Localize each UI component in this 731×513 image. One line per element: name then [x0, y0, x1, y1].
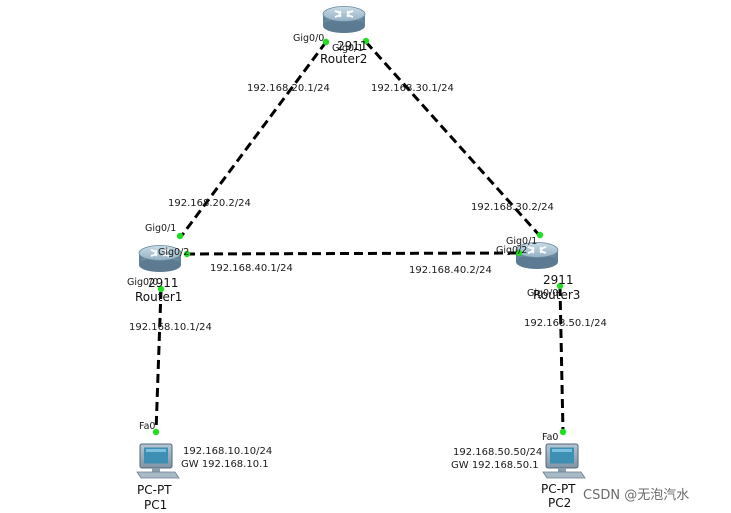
port-label-r3-gig02: Gig0/2 — [496, 245, 527, 256]
port-light-pc1-fa0 — [152, 428, 160, 436]
link-router3-pc2 — [558, 286, 565, 433]
port-label-r3-gig00: Gig0/0 — [527, 288, 558, 299]
router2-name: Router2 — [320, 52, 367, 66]
port-light-r3-gig01 — [536, 231, 544, 239]
pc1-ip: 192.168.10.10/24 — [183, 446, 272, 457]
link-router1-router3 — [185, 251, 521, 256]
port-light-r1-gig01 — [176, 232, 184, 240]
port-label-r2-gig01: Gig0/1 — [332, 43, 363, 54]
port-label-r1-gig00: Gig0/0 — [127, 277, 158, 288]
pc1-icon[interactable] — [136, 443, 180, 479]
port-light-r1-gig00 — [157, 285, 165, 293]
port-label-pc2-fa0: Fa0 — [542, 432, 558, 443]
pc2-type: PC-PT — [541, 482, 576, 496]
pc2-icon[interactable] — [542, 443, 586, 479]
router1-model: 2911 — [148, 276, 179, 290]
addr-r1-r3-left: 192.168.40.1/24 — [210, 263, 293, 274]
router2-model: 2911 — [337, 39, 368, 53]
link-router2-router1 — [178, 41, 328, 239]
port-light-r2-gig00 — [322, 38, 330, 46]
pc2-name: PC2 — [548, 496, 571, 510]
router1-name: Router1 — [135, 290, 182, 304]
router3-model: 2911 — [543, 273, 574, 287]
addr-r2-r3-bottom: 192.168.30.2/24 — [471, 202, 554, 213]
addr-r1-pc1: 192.168.10.1/24 — [129, 322, 212, 333]
pc2-gateway: GW 192.168.50.1 — [451, 460, 539, 471]
pc1-gateway: GW 192.168.10.1 — [181, 459, 269, 470]
addr-r1-r3-right: 192.168.40.2/24 — [409, 265, 492, 276]
port-label-r1-gig01: Gig0/1 — [145, 223, 176, 234]
port-label-r1-gig02: Gig0/2 — [158, 247, 189, 258]
port-label-r3-gig01: Gig0/1 — [506, 236, 537, 247]
port-light-r2-gig01 — [362, 37, 370, 45]
watermark-text: CSDN @无泡汽水 — [583, 488, 689, 503]
addr-r2-r3-top: 192.168.30.1/24 — [371, 83, 454, 94]
addr-r2-r1-top: 192.168.20.1/24 — [247, 83, 330, 94]
port-light-r3-gig02 — [515, 249, 523, 257]
pc2-ip: 192.168.50.50/24 — [453, 447, 542, 458]
addr-r3-pc2: 192.168.50.1/24 — [524, 318, 607, 329]
port-light-r1-gig02 — [183, 250, 191, 258]
pc1-name: PC1 — [144, 498, 167, 512]
router3-name: Router3 — [533, 288, 580, 302]
router2-icon[interactable] — [322, 5, 366, 34]
port-label-pc1-fa0: Fa0 — [139, 421, 155, 432]
port-light-r3-gig00 — [556, 282, 564, 290]
link-router1-pc1 — [154, 289, 163, 433]
pc1-type: PC-PT — [137, 483, 172, 497]
port-label-r2-gig00: Gig0/0 — [293, 33, 324, 44]
port-light-pc2-fa0 — [559, 428, 567, 436]
addr-r2-r1-bottom: 192.168.20.2/24 — [168, 198, 251, 209]
link-router2-router3 — [364, 40, 542, 238]
